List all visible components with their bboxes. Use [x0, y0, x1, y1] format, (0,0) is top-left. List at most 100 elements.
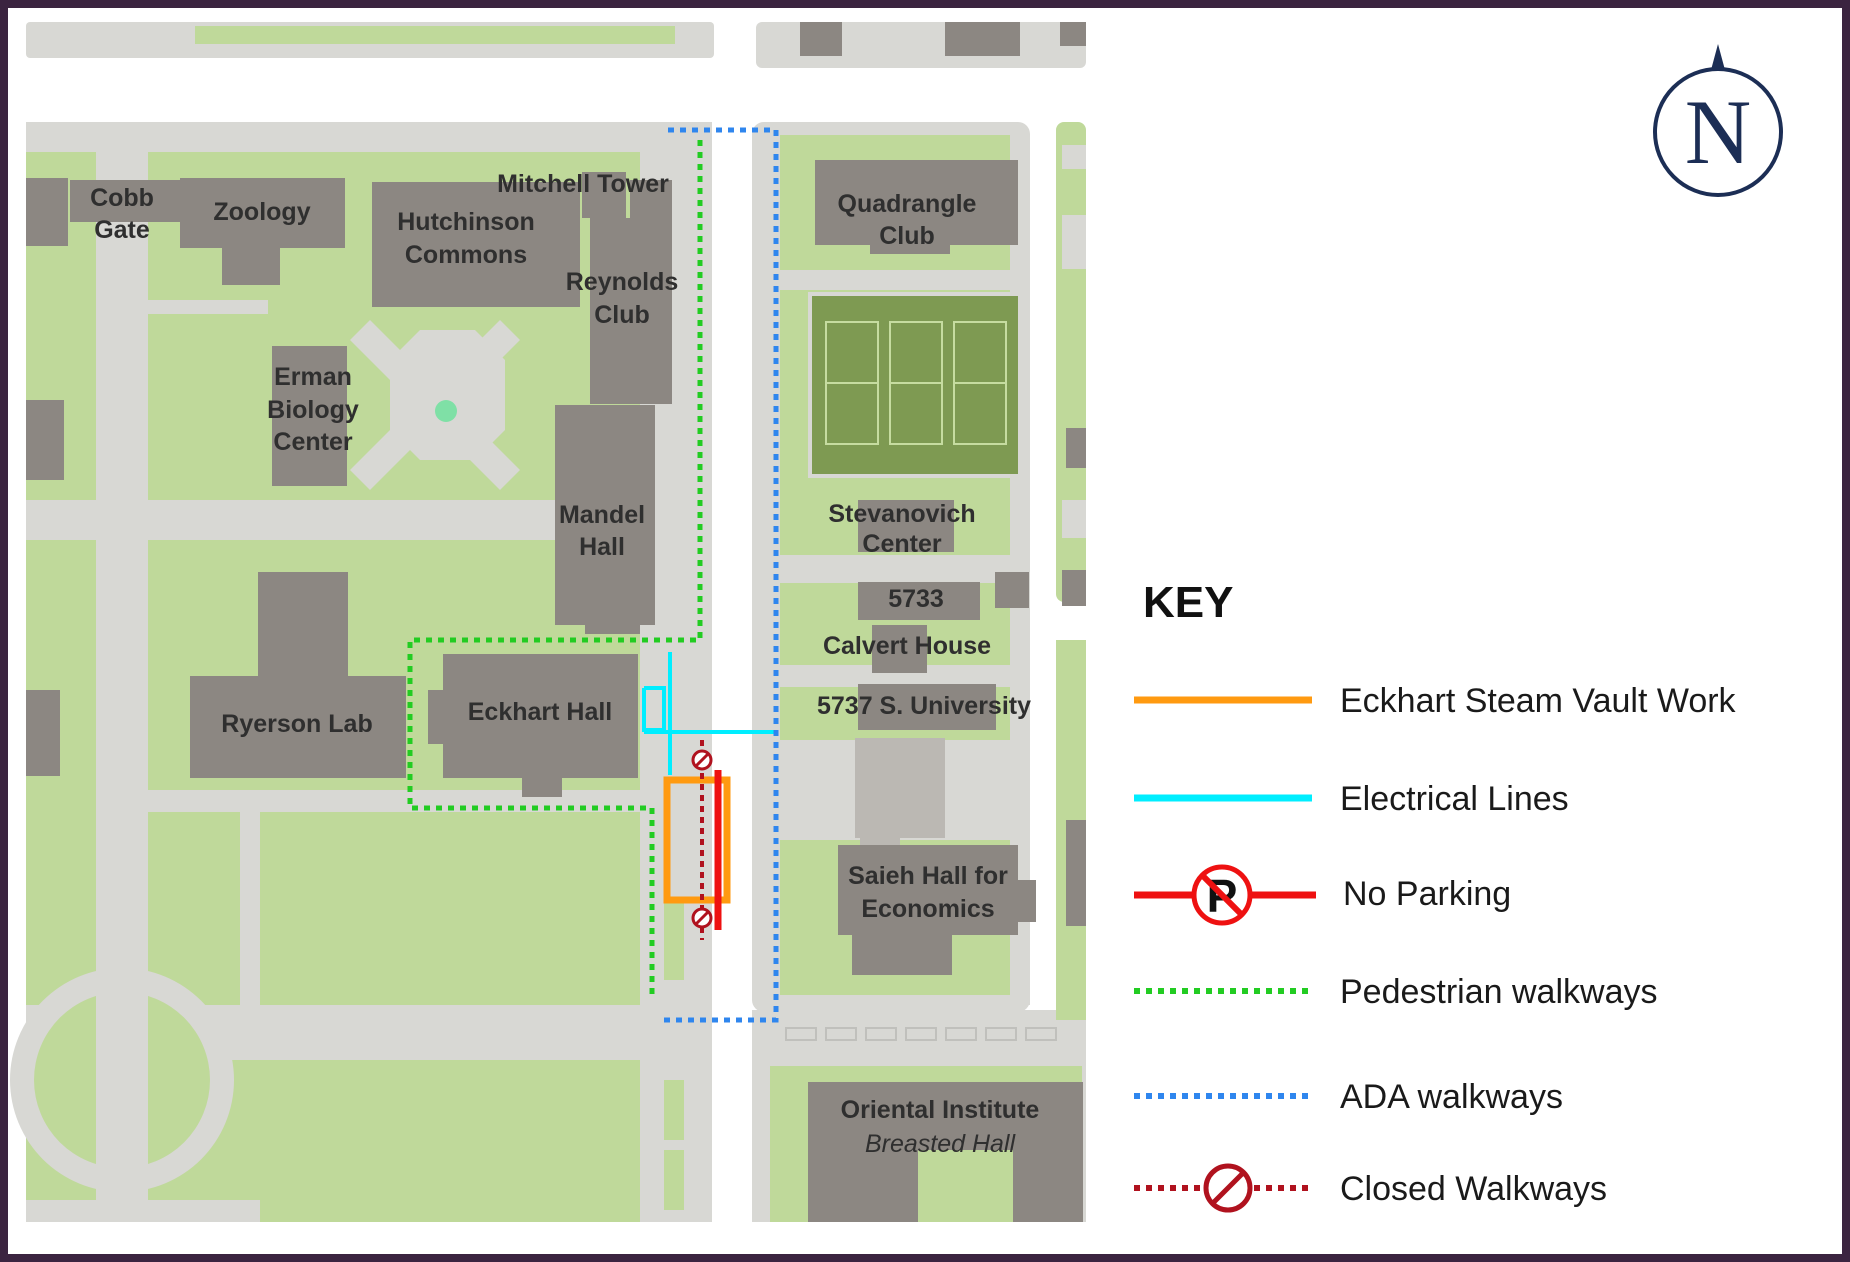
legend-label-no-parking: No Parking — [1343, 875, 1511, 913]
lawn-south-lower — [260, 1060, 640, 1222]
legend-item-no-parking: P No Parking — [1134, 864, 1511, 926]
building-saieh-hall — [838, 845, 1018, 935]
building-5737 — [858, 684, 996, 730]
far-east-strip-bldg-4 — [1062, 500, 1086, 538]
legend-label-eckhart-steam: Eckhart Steam Vault Work — [1340, 682, 1737, 720]
legend-label-ada: ADA walkways — [1340, 1078, 1563, 1116]
label-reynolds-2: Club — [594, 301, 650, 329]
label-calvert-house: Calvert House — [823, 632, 991, 660]
building-far-west-mid — [26, 400, 64, 480]
building-ryerson — [190, 676, 406, 778]
courtyard-diagonal-2 — [350, 320, 520, 490]
far-east-strip-bldg-5 — [1062, 570, 1086, 606]
parking-slot-3 — [865, 1027, 897, 1041]
legend-label-closed: Closed Walkways — [1340, 1170, 1607, 1208]
legend-item-ada: ADA walkways — [1134, 1078, 1563, 1116]
building-erman — [272, 346, 347, 486]
label-saieh-1: Saieh Hall for — [848, 862, 1008, 890]
building-zoology — [180, 178, 345, 248]
label-saieh-2: Economics — [861, 895, 994, 923]
top-building-2 — [945, 22, 1020, 56]
building-quadrangle-wing — [870, 240, 950, 254]
building-stevanovich — [858, 500, 954, 552]
label-stevanovich-2: Center — [862, 530, 941, 558]
circle-plaza-walk — [96, 960, 148, 1222]
label-quadrangle-2: Club — [879, 222, 935, 250]
label-erman-1: Erman — [274, 363, 352, 391]
label-oriental-institute: Oriental Institute — [841, 1096, 1040, 1124]
building-eckhart-south — [522, 775, 562, 797]
walk-west-diag-area — [148, 300, 268, 314]
building-reynolds-club — [590, 218, 672, 404]
compass-letter: N — [1685, 81, 1751, 183]
legend-item-eckhart-steam: Eckhart Steam Vault Work — [1134, 682, 1737, 720]
parking-slot-5 — [945, 1027, 977, 1041]
label-cobb-gate-2: Gate — [94, 216, 150, 244]
strip-lawn-2 — [664, 1150, 684, 1210]
parking-slot-4 — [905, 1027, 937, 1041]
strip-lawn-3 — [664, 900, 684, 980]
building-eckhart-hall — [443, 654, 638, 778]
building-zoology-wing — [222, 245, 280, 285]
building-calvert-house — [872, 625, 927, 673]
fountain — [435, 400, 457, 422]
label-mitchell-tower: Mitchell Tower — [497, 170, 669, 198]
top-lawn-west — [195, 26, 675, 44]
lawn-southwest-large — [260, 812, 640, 1002]
parking-slot-2 — [825, 1027, 857, 1041]
building-mitchell-tower — [582, 172, 626, 218]
walk-north — [26, 122, 712, 152]
building-small-ne — [995, 572, 1029, 608]
far-east-strip-bldg-6 — [1066, 820, 1086, 926]
label-hutchinson-1: Hutchinson — [397, 208, 535, 236]
labels: Cobb Gate Zoology Hutchinson Commons Mit… — [90, 170, 1039, 1158]
label-mandel-1: Mandel — [559, 501, 645, 529]
legend-label-pedestrian: Pedestrian walkways — [1340, 973, 1657, 1011]
closed-walkway-marker-north — [691, 749, 713, 771]
far-east-strip-bldg-2 — [1062, 215, 1086, 269]
legend-item-closed: Closed Walkways — [1134, 1163, 1607, 1213]
ada-walkway — [662, 127, 779, 1023]
legend-item-electrical: Electrical Lines — [1134, 780, 1569, 818]
top-building-3 — [1060, 22, 1086, 46]
building-far-west-low — [26, 690, 60, 776]
legend-item-pedestrian: Pedestrian walkways — [1134, 973, 1657, 1011]
parking-slot-1 — [785, 1027, 817, 1041]
oriental-courtyard — [918, 1150, 1013, 1222]
label-eckhart: Eckhart Hall — [468, 698, 613, 726]
building-saieh-wing — [852, 930, 952, 975]
label-quadrangle-1: Quadrangle — [838, 190, 977, 218]
building-far-west-top — [26, 178, 68, 246]
building-eckhart-west — [428, 690, 448, 744]
eckhart-steam-vault-zone — [663, 776, 731, 904]
label-hutchinson-2: Commons — [405, 241, 527, 269]
building-ryerson-tower — [258, 572, 348, 682]
label-erman-2: Biology — [267, 396, 359, 424]
label-mandel-2: Hall — [579, 533, 625, 561]
east-walk-2 — [780, 555, 1030, 583]
legend-label-electrical: Electrical Lines — [1340, 780, 1569, 818]
label-5733: 5733 — [888, 585, 944, 613]
closed-walkway-icon-slash — [1212, 1172, 1244, 1204]
east-walk-1 — [780, 270, 1030, 290]
building-mandel-hall — [555, 405, 655, 625]
building-reynolds-north — [630, 180, 672, 240]
strip-lawn-1 — [664, 1080, 684, 1140]
far-east-strip-bldg-1 — [1062, 145, 1086, 169]
east-walk-south — [752, 1010, 1086, 1060]
building-saieh-east — [1018, 880, 1036, 922]
building-5733 — [858, 582, 980, 620]
east-walk-3 — [780, 665, 1030, 687]
label-zoology: Zoology — [213, 198, 310, 226]
legend: KEY Eckhart Steam Vault Work Electrical … — [1134, 578, 1737, 1213]
building-hutchinson — [372, 182, 580, 307]
label-breasted-hall: Breasted Hall — [865, 1130, 1017, 1158]
label-erman-3: Center — [273, 428, 352, 456]
building-cobb-gate — [70, 180, 182, 222]
label-ryerson: Ryerson Lab — [221, 710, 372, 738]
label-reynolds-1: Reynolds — [566, 268, 679, 296]
closed-walkway-marker-south — [691, 907, 713, 929]
far-east-strip-bldg-3 — [1066, 428, 1086, 468]
compass-ring — [1653, 67, 1783, 197]
